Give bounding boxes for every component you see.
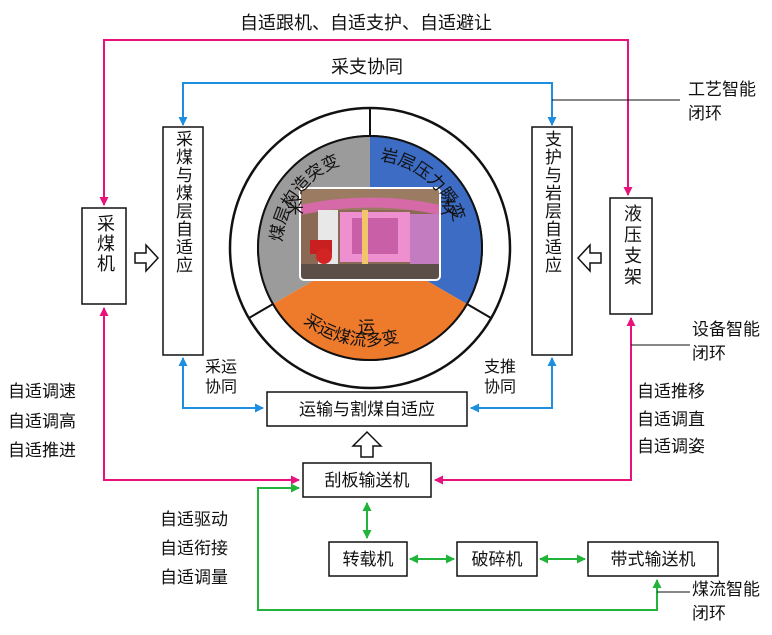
transfer-box-label: 转载机 — [343, 550, 394, 570]
mine-face-image — [300, 188, 440, 280]
coordination-top-label: 采支协同 — [331, 57, 403, 78]
scraper-conveyor-box[interactable] — [302, 462, 432, 498]
sector-label-transport: 运 — [358, 318, 375, 338]
left-label-2: 自适调高 — [8, 412, 76, 432]
bottom-left-label-1: 自适驱动 — [160, 510, 228, 530]
hollow-arrow-left-icon — [576, 243, 602, 273]
hydraulic-support-label: 液压支架 — [621, 204, 642, 288]
bottom-left-label-2: 自适衔接 — [160, 539, 228, 559]
coal-flow-loop-label: 煤流智能闭环 — [692, 580, 760, 624]
support-push-label-2: 协同 — [484, 377, 516, 396]
right-label-3: 自适调姿 — [637, 437, 705, 457]
belt-box-label: 带式输送机 — [611, 550, 696, 570]
pink-left-connector — [103, 310, 300, 485]
sector-label-support: 支 — [440, 198, 457, 218]
hydraulic-support-box[interactable] — [609, 197, 653, 315]
right-label-1: 自适推移 — [637, 382, 705, 402]
transfer-machine-box[interactable] — [328, 541, 408, 577]
hollow-arrow-up-icon — [351, 430, 383, 458]
shearer-label: 采煤机 — [94, 214, 115, 274]
pink-top-loop — [99, 39, 633, 206]
sector-label-cut: 采 — [287, 198, 304, 218]
belt-conveyor-box[interactable] — [587, 541, 719, 577]
top-loop-label: 自适跟机、自适支护、自适避让 — [240, 13, 492, 34]
right-label-2: 自适调直 — [637, 410, 705, 430]
bottom-left-label-3: 自适调量 — [160, 568, 228, 588]
shearer-box[interactable] — [81, 207, 127, 305]
equipment-loop-label: 设备智能闭环 — [692, 320, 760, 364]
left-label-1: 自适调速 — [8, 382, 76, 402]
conveyor-box-label: 刮板输送机 — [325, 471, 410, 491]
left-label-3: 自适推进 — [8, 441, 76, 461]
hollow-arrow-right-icon — [134, 243, 160, 273]
cut-transport-label-1: 采运 — [205, 357, 237, 376]
center-adaptive-box[interactable] — [266, 391, 468, 427]
blue-top-loop — [178, 82, 557, 126]
cut-transport-label-2: 协同 — [205, 377, 237, 396]
support-adaptive-box[interactable] — [531, 126, 573, 356]
center-box-label: 运输与割煤自适应 — [299, 400, 435, 420]
support-push-label-1: 支推 — [484, 357, 516, 376]
shearer-adaptive-label: 采煤与煤层自适应 — [172, 130, 192, 274]
shearer-adaptive-box[interactable] — [162, 126, 204, 356]
process-loop-label: 工艺智能闭环 — [688, 80, 756, 124]
support-adaptive-label: 支护与岩层自适应 — [541, 130, 561, 274]
crusher-box[interactable] — [456, 541, 538, 577]
crusher-box-label: 破碎机 — [472, 550, 523, 570]
green-loop — [257, 483, 658, 611]
pink-right-connector — [434, 318, 632, 485]
